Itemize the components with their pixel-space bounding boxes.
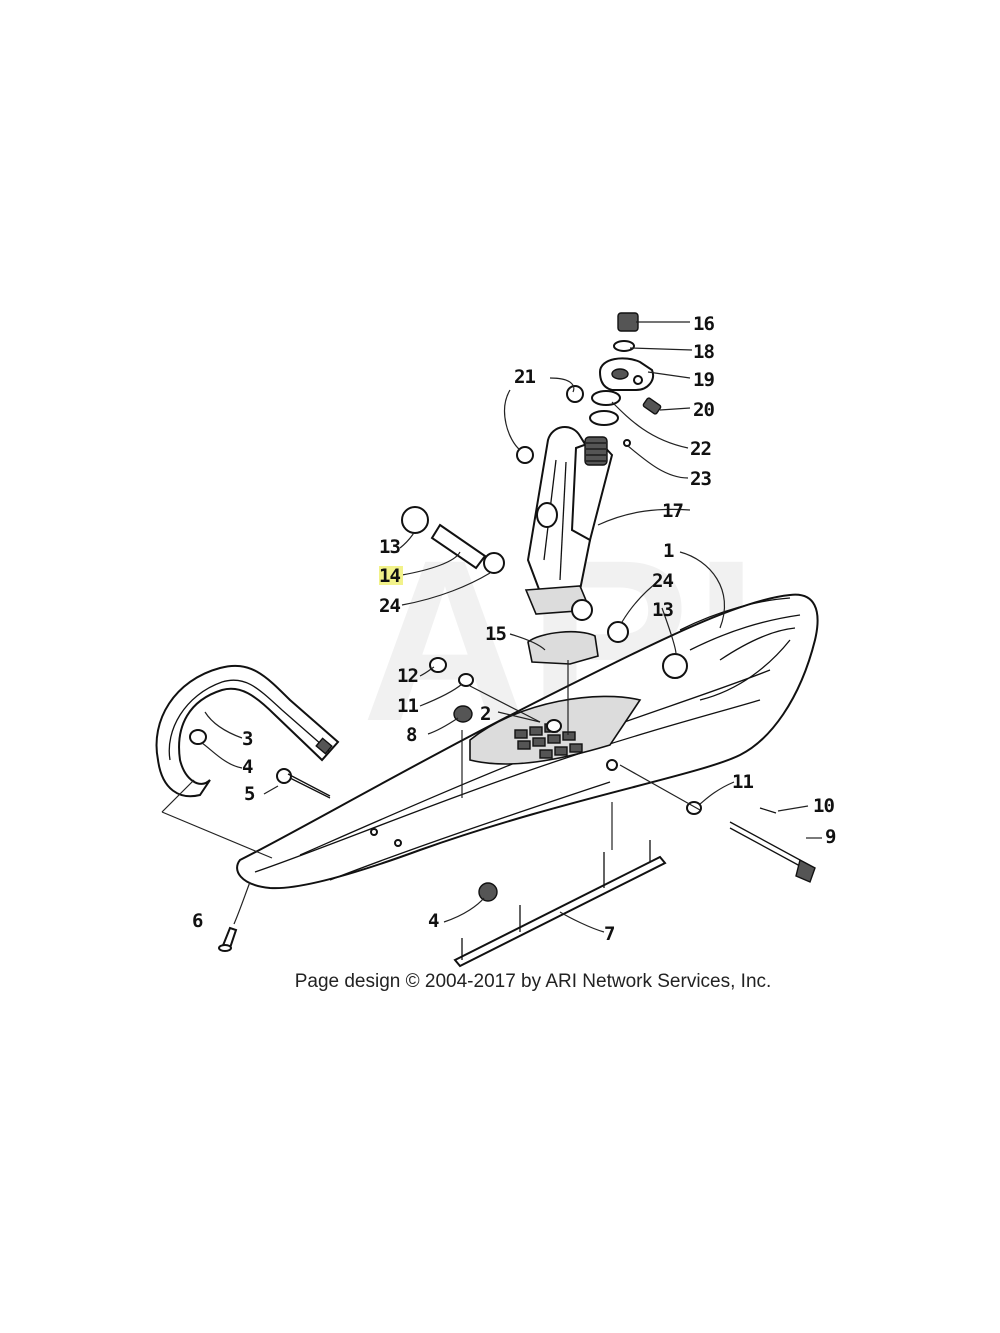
callout-11-left: 11 xyxy=(397,695,418,717)
callout-3: 3 xyxy=(242,728,253,750)
callout-14: 14 xyxy=(379,565,400,587)
callout-4-upper: 4 xyxy=(242,756,253,778)
callout-18: 18 xyxy=(693,341,714,363)
callout-20: 20 xyxy=(693,399,714,421)
callout-2: 2 xyxy=(480,703,490,725)
callout-13-upper: 13 xyxy=(379,536,400,558)
callout-17: 17 xyxy=(662,500,683,522)
callout-5: 5 xyxy=(244,783,255,805)
callout-8: 8 xyxy=(406,724,417,746)
carbide-runner xyxy=(453,840,667,968)
callout-22: 22 xyxy=(690,438,711,460)
callout-7: 7 xyxy=(604,923,615,945)
callout-1: 1 xyxy=(663,540,674,562)
callout-9: 9 xyxy=(825,826,836,848)
callout-24-left: 24 xyxy=(379,595,400,617)
copyright-notice: Page design © 2004-2017 by ARI Network S… xyxy=(295,971,772,992)
callout-13-right: 13 xyxy=(652,599,673,621)
callout-21: 21 xyxy=(514,366,535,388)
callout-4-lower: 4 xyxy=(428,910,439,932)
callout-labels: 16 18 19 20 21 22 23 17 1 13 14 24 24 13… xyxy=(192,313,837,945)
spindle xyxy=(524,426,631,621)
callout-6: 6 xyxy=(192,910,203,932)
callout-14-highlight xyxy=(379,566,403,585)
callout-16: 16 xyxy=(693,313,714,335)
leader-lines xyxy=(161,321,822,933)
callout-15: 15 xyxy=(485,623,506,645)
top-hardware xyxy=(516,312,662,464)
callout-23: 23 xyxy=(690,468,711,490)
callout-10: 10 xyxy=(813,795,834,817)
callout-24-right: 24 xyxy=(652,570,673,592)
bushings xyxy=(189,506,702,902)
saddle-grid xyxy=(514,723,583,759)
ski-loop-handle xyxy=(155,664,340,798)
callout-19: 19 xyxy=(693,369,714,391)
callout-12: 12 xyxy=(397,665,418,687)
callout-11-right: 11 xyxy=(732,771,753,793)
bolts xyxy=(218,768,816,952)
